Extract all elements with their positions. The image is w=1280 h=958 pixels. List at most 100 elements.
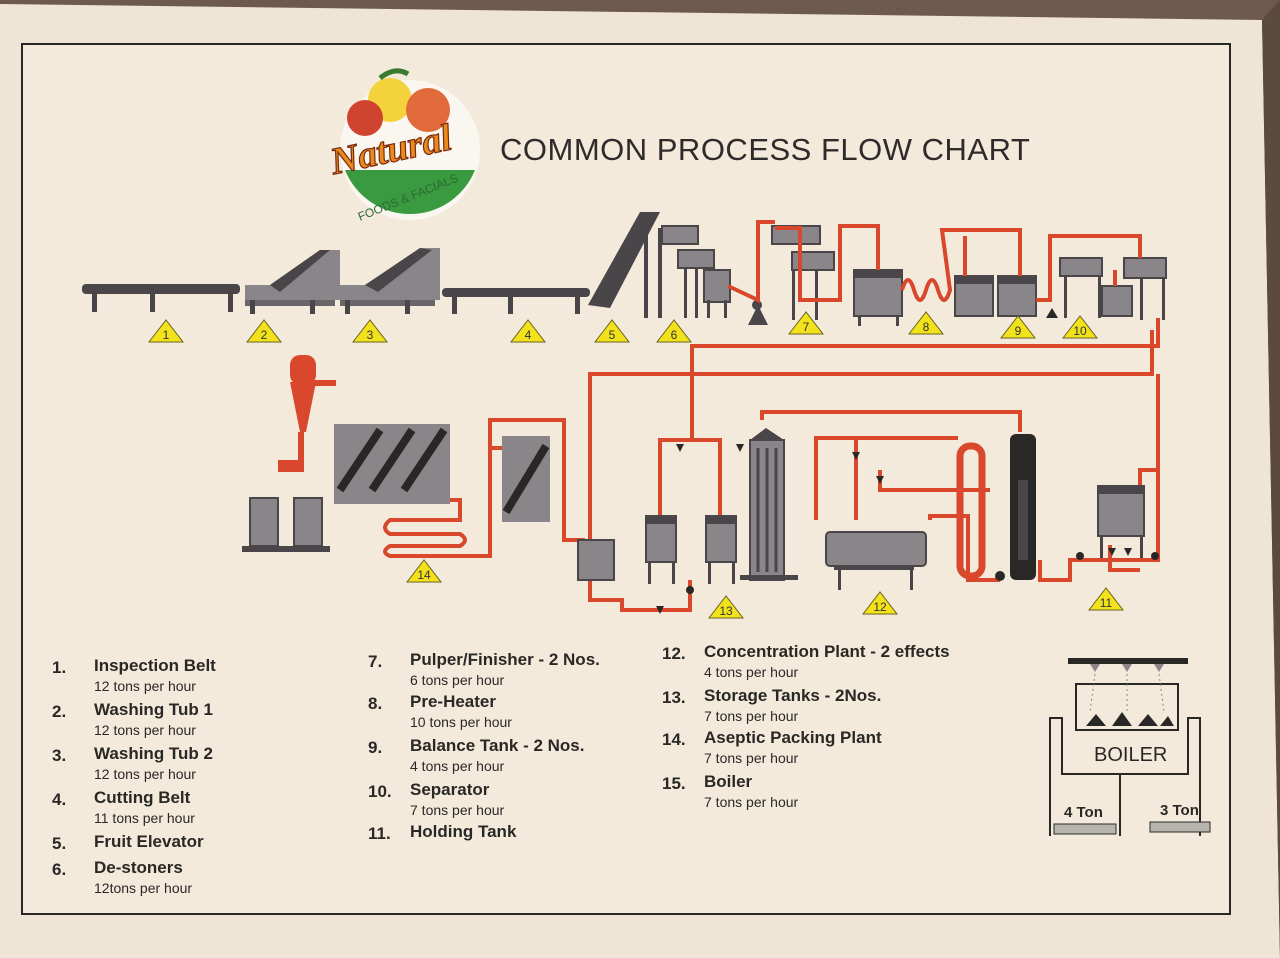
legend-step-number: 7. [368, 652, 383, 671]
step-marker: 4 [509, 319, 547, 343]
legend-step-name: Concentration Plant - 2 effects [704, 642, 950, 661]
legend-step-capacity: 12 tons per hour [94, 766, 196, 782]
legend-step-number: 5. [52, 834, 67, 853]
chart-border [21, 43, 1231, 915]
legend-step-capacity: 6 tons per hour [410, 672, 505, 688]
logo-green-arc [345, 170, 475, 215]
balance-tanks [954, 275, 1037, 317]
legend-step-name: Storage Tanks - 2Nos. [704, 686, 882, 705]
legend-step-number: 8. [368, 694, 383, 713]
legend-step-number: 11. [368, 824, 391, 843]
marker-number: 5 [609, 328, 616, 342]
legend-step-capacity: 7 tons per hour [410, 802, 505, 818]
marker-triangle [999, 315, 1037, 339]
marker-number: 3 [367, 328, 374, 342]
legend-step-number: 10. [368, 782, 392, 801]
legend-step-number: 14. [662, 730, 686, 749]
marker-number: 4 [525, 328, 532, 342]
marker-triangle [707, 595, 745, 619]
marker-triangle [655, 319, 693, 343]
step-marker: 8 [907, 311, 945, 335]
legend-step-name: Washing Tub 2 [94, 744, 213, 763]
cutting-belt-machine [442, 288, 590, 314]
buffer-tank [577, 539, 615, 581]
boiler-illustration [1049, 658, 1211, 836]
marker-triangle [509, 319, 547, 343]
table-edge [1262, 0, 1280, 958]
step-marker: 10 [1061, 315, 1099, 339]
marker-number: 6 [671, 328, 678, 342]
bottom-machines [242, 308, 1159, 614]
washing-tub-1-machine [245, 250, 340, 314]
legend-step-name: Cutting Belt [94, 788, 191, 807]
step-marker: 14 [405, 559, 443, 583]
legend-step-name: De-stoners [94, 858, 183, 877]
logo: Natural FOODS & FACIALS [325, 68, 480, 224]
marker-triangle [351, 319, 389, 343]
legend-step-number: 3. [52, 746, 67, 765]
logo-fruit-red [347, 100, 383, 136]
inspection-belt-machine [82, 284, 240, 312]
de-stoner-machine [661, 225, 768, 325]
storage-tanks [645, 515, 737, 584]
logo-fruit-orange [406, 88, 450, 132]
marker-triangle [861, 591, 899, 615]
legend-step-number: 2. [52, 702, 67, 721]
bottom-pipes [383, 318, 1160, 612]
legend-step-number: 13. [662, 688, 686, 707]
boiler-label: BOILER [1094, 744, 1168, 766]
legend-step-number: 1. [52, 658, 67, 677]
legend-step-name: Balance Tank - 2 Nos. [410, 736, 585, 755]
legend-step-capacity: 10 tons per hour [410, 714, 512, 730]
marker-number: 7 [803, 320, 810, 334]
legend-step-capacity: 4 tons per hour [704, 664, 799, 680]
marker-triangle [405, 559, 443, 583]
step-marker: 5 [593, 319, 631, 343]
step-marker: 13 [707, 595, 745, 619]
evaporator-column [740, 428, 798, 581]
legend-step-capacity: 7 tons per hour [704, 794, 799, 810]
marker-triangle [907, 311, 945, 335]
step-marker: 9 [999, 315, 1037, 339]
step-marker: 3 [351, 319, 389, 343]
marker-number: 8 [923, 320, 930, 334]
legend-step-name: Pre-Heater [410, 692, 496, 711]
legend-step-name: Fruit Elevator [94, 832, 204, 851]
legend-step-number: 4. [52, 790, 67, 809]
marker-number: 10 [1073, 324, 1087, 338]
legend-step-number: 12. [662, 644, 686, 663]
step-marker: 2 [245, 319, 283, 343]
legend-step-name: Holding Tank [410, 822, 517, 841]
boiler-right-capacity: 3 Ton [1160, 802, 1199, 819]
legend-step-name: Washing Tub 1 [94, 700, 213, 719]
step-marker: 7 [787, 311, 825, 335]
marker-triangle [147, 319, 185, 343]
washing-tub-2-machine [340, 248, 440, 314]
marker-triangle [787, 311, 825, 335]
legend-step-capacity: 12tons per hour [94, 880, 193, 896]
chart-title: COMMON PROCESS FLOW CHART [500, 132, 1031, 167]
marker-triangle [1087, 587, 1125, 611]
legend-step-capacity: 7 tons per hour [704, 750, 799, 766]
marker-triangle [245, 319, 283, 343]
marker-number: 1 [163, 328, 170, 342]
legend-step-name: Inspection Belt [94, 656, 216, 675]
fruit-elevator-machine [588, 212, 662, 318]
marker-number: 2 [261, 328, 268, 342]
legend-step-name: Boiler [704, 772, 753, 791]
legend-step-name: Aseptic Packing Plant [704, 728, 882, 747]
legend-step-number: 15. [662, 774, 686, 793]
legend-step-name: Pulper/Finisher - 2 Nos. [410, 650, 600, 669]
legend-step-capacity: 11 tons per hour [94, 810, 195, 826]
top-pipes [727, 220, 1142, 304]
marker-number: 13 [719, 604, 733, 618]
marker-triangle [1061, 315, 1099, 339]
separator-machine [1059, 257, 1167, 320]
legend-step-capacity: 12 tons per hour [94, 722, 196, 738]
legend-step-number: 9. [368, 738, 383, 757]
holding-tank [1097, 485, 1145, 558]
concentration-plant [825, 531, 927, 590]
legend-step-number: 6. [52, 860, 67, 879]
